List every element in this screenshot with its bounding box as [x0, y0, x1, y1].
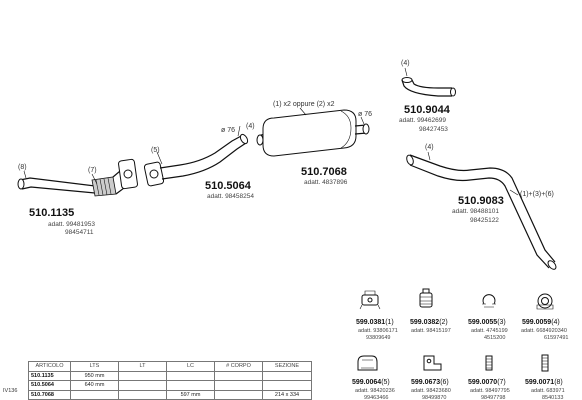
- adatt-label: 8540133: [542, 395, 563, 400]
- adatt-label: adatt. 4837896: [304, 179, 348, 186]
- note-label: (1) x2 oppure (2) x2: [273, 101, 335, 108]
- ref-label: (4): [246, 123, 255, 130]
- part-number: 510.9044: [404, 104, 451, 116]
- adatt-label: adatt. 98497795: [470, 388, 510, 394]
- table-cell: [70, 389, 119, 400]
- adatt-label: adatt. 99462699: [399, 117, 446, 124]
- table-cell: 510.5064: [28, 380, 71, 391]
- component-number: 599.0381(1): [356, 319, 394, 326]
- part-510-9083-drawing: [406, 151, 557, 270]
- adatt-label: 98454711: [65, 229, 94, 236]
- pipe-end-icon: [239, 133, 249, 145]
- table-cell: 640 mm: [70, 380, 119, 391]
- pipe-end-icon: [450, 87, 456, 97]
- spec-table: ARTICOLO LTS LT LC # CORPO SEZIONE 510.1…: [28, 361, 312, 400]
- adatt-label: adatt. 98415197: [411, 328, 451, 334]
- component-number: 599.0382(2): [410, 319, 448, 326]
- component-number: 599.0064(5): [352, 379, 390, 386]
- clamp-icon: [482, 294, 496, 308]
- adatt-label: 98499870: [422, 395, 446, 400]
- adatt-label: adatt. 99481953: [48, 221, 95, 228]
- muffler-icon: [262, 109, 357, 157]
- adatt-label: 93809649: [366, 335, 390, 341]
- part-number: 510.5064: [205, 180, 252, 192]
- adatt-label: adatt. 98488101: [452, 208, 499, 215]
- component-number: 599.0071(8): [525, 379, 563, 386]
- table-cell: [262, 370, 312, 381]
- adatt-label: 4515200: [484, 335, 505, 341]
- diameter-label: ø 76: [358, 111, 372, 118]
- ref-label: (4): [401, 60, 410, 67]
- bracket-icon: [423, 355, 442, 371]
- table-cell: [214, 370, 263, 381]
- column-header: SEZIONE: [262, 361, 312, 372]
- table-cell: [166, 380, 215, 391]
- ref-label: (7): [88, 167, 97, 174]
- part-510-5064-drawing: [143, 125, 249, 187]
- table-row: 510.5064 640 mm: [28, 380, 312, 391]
- pipe-end-icon: [17, 178, 25, 190]
- ref-label: (4): [425, 144, 434, 151]
- table-cell: [118, 389, 167, 400]
- adatt-label: 98427453: [419, 126, 448, 133]
- spring-icon: [541, 354, 549, 372]
- table-row: 510.1135 950 mm: [28, 370, 312, 381]
- part-510-1135-drawing: [17, 158, 138, 197]
- part-number: 510.7068: [301, 166, 347, 178]
- pipe-end-icon: [547, 260, 557, 270]
- table-cell: [118, 380, 167, 391]
- rubber-mount-icon: [419, 288, 433, 308]
- table-cell: 510.7068: [28, 389, 71, 400]
- adatt-label: adatt. 98420236: [355, 388, 395, 394]
- pipe-end-icon: [362, 123, 370, 135]
- table-cell: [214, 389, 263, 400]
- note-label: (1)+(3)+(6): [520, 191, 554, 198]
- drawing-code: IV136: [3, 388, 18, 394]
- table-cell: 950 mm: [70, 370, 119, 381]
- spring-icon: [485, 355, 493, 371]
- column-header: LC: [166, 361, 215, 372]
- part-510-9044-drawing: [401, 67, 456, 97]
- adatt-label: 98497798: [481, 395, 505, 400]
- ref-label: (8): [18, 164, 27, 171]
- pipe-end-icon: [256, 134, 264, 146]
- adatt-label: adatt. 6684920340: [521, 328, 567, 334]
- adatt-label: adatt. 4745199: [471, 328, 508, 334]
- table-cell: 214 x 334: [262, 389, 312, 400]
- diameter-label: ø 76: [221, 127, 235, 134]
- part-510-7068-drawing: [256, 107, 370, 157]
- table-cell: [214, 380, 263, 391]
- component-number: 599.0059(4): [522, 319, 560, 326]
- bracket-icon: [357, 355, 378, 371]
- rubber-mount-icon: [359, 290, 381, 310]
- pipe-end-icon: [401, 77, 413, 83]
- table-header-row: ARTICOLO LTS LT LC # CORPO SEZIONE: [28, 361, 312, 372]
- adatt-label: 98425122: [470, 217, 499, 224]
- component-number: 599.0055(3): [468, 319, 506, 326]
- adatt-label: adatt. 683971: [531, 388, 565, 394]
- table-cell: [118, 370, 167, 381]
- component-number: 599.0673(6): [411, 379, 449, 386]
- part-number: 510.9083: [458, 195, 504, 207]
- adatt-label: 61597491: [544, 335, 568, 341]
- table-cell: [262, 380, 312, 391]
- table-cell: 510.1135: [28, 370, 71, 381]
- table-row: 510.7068 597 mm 214 x 334: [28, 389, 312, 400]
- clamp-icon: [536, 293, 554, 310]
- part-number: 510.1135: [29, 207, 74, 219]
- adatt-label: adatt. 98458254: [207, 193, 254, 200]
- adatt-label: 99463466: [364, 395, 388, 400]
- column-header: # CORPO: [214, 361, 263, 372]
- column-header: LT: [118, 361, 167, 372]
- adatt-label: adatt. 98423680: [411, 388, 451, 394]
- table-cell: [166, 370, 215, 381]
- adatt-label: adatt. 93806171: [358, 328, 398, 334]
- pipe-end-icon: [406, 154, 414, 166]
- column-header: ARTICOLO: [28, 361, 71, 372]
- column-header: LTS: [70, 361, 119, 372]
- table-cell: 597 mm: [166, 389, 215, 400]
- component-number: 599.0070(7): [468, 379, 506, 386]
- ref-label: (5): [151, 147, 160, 154]
